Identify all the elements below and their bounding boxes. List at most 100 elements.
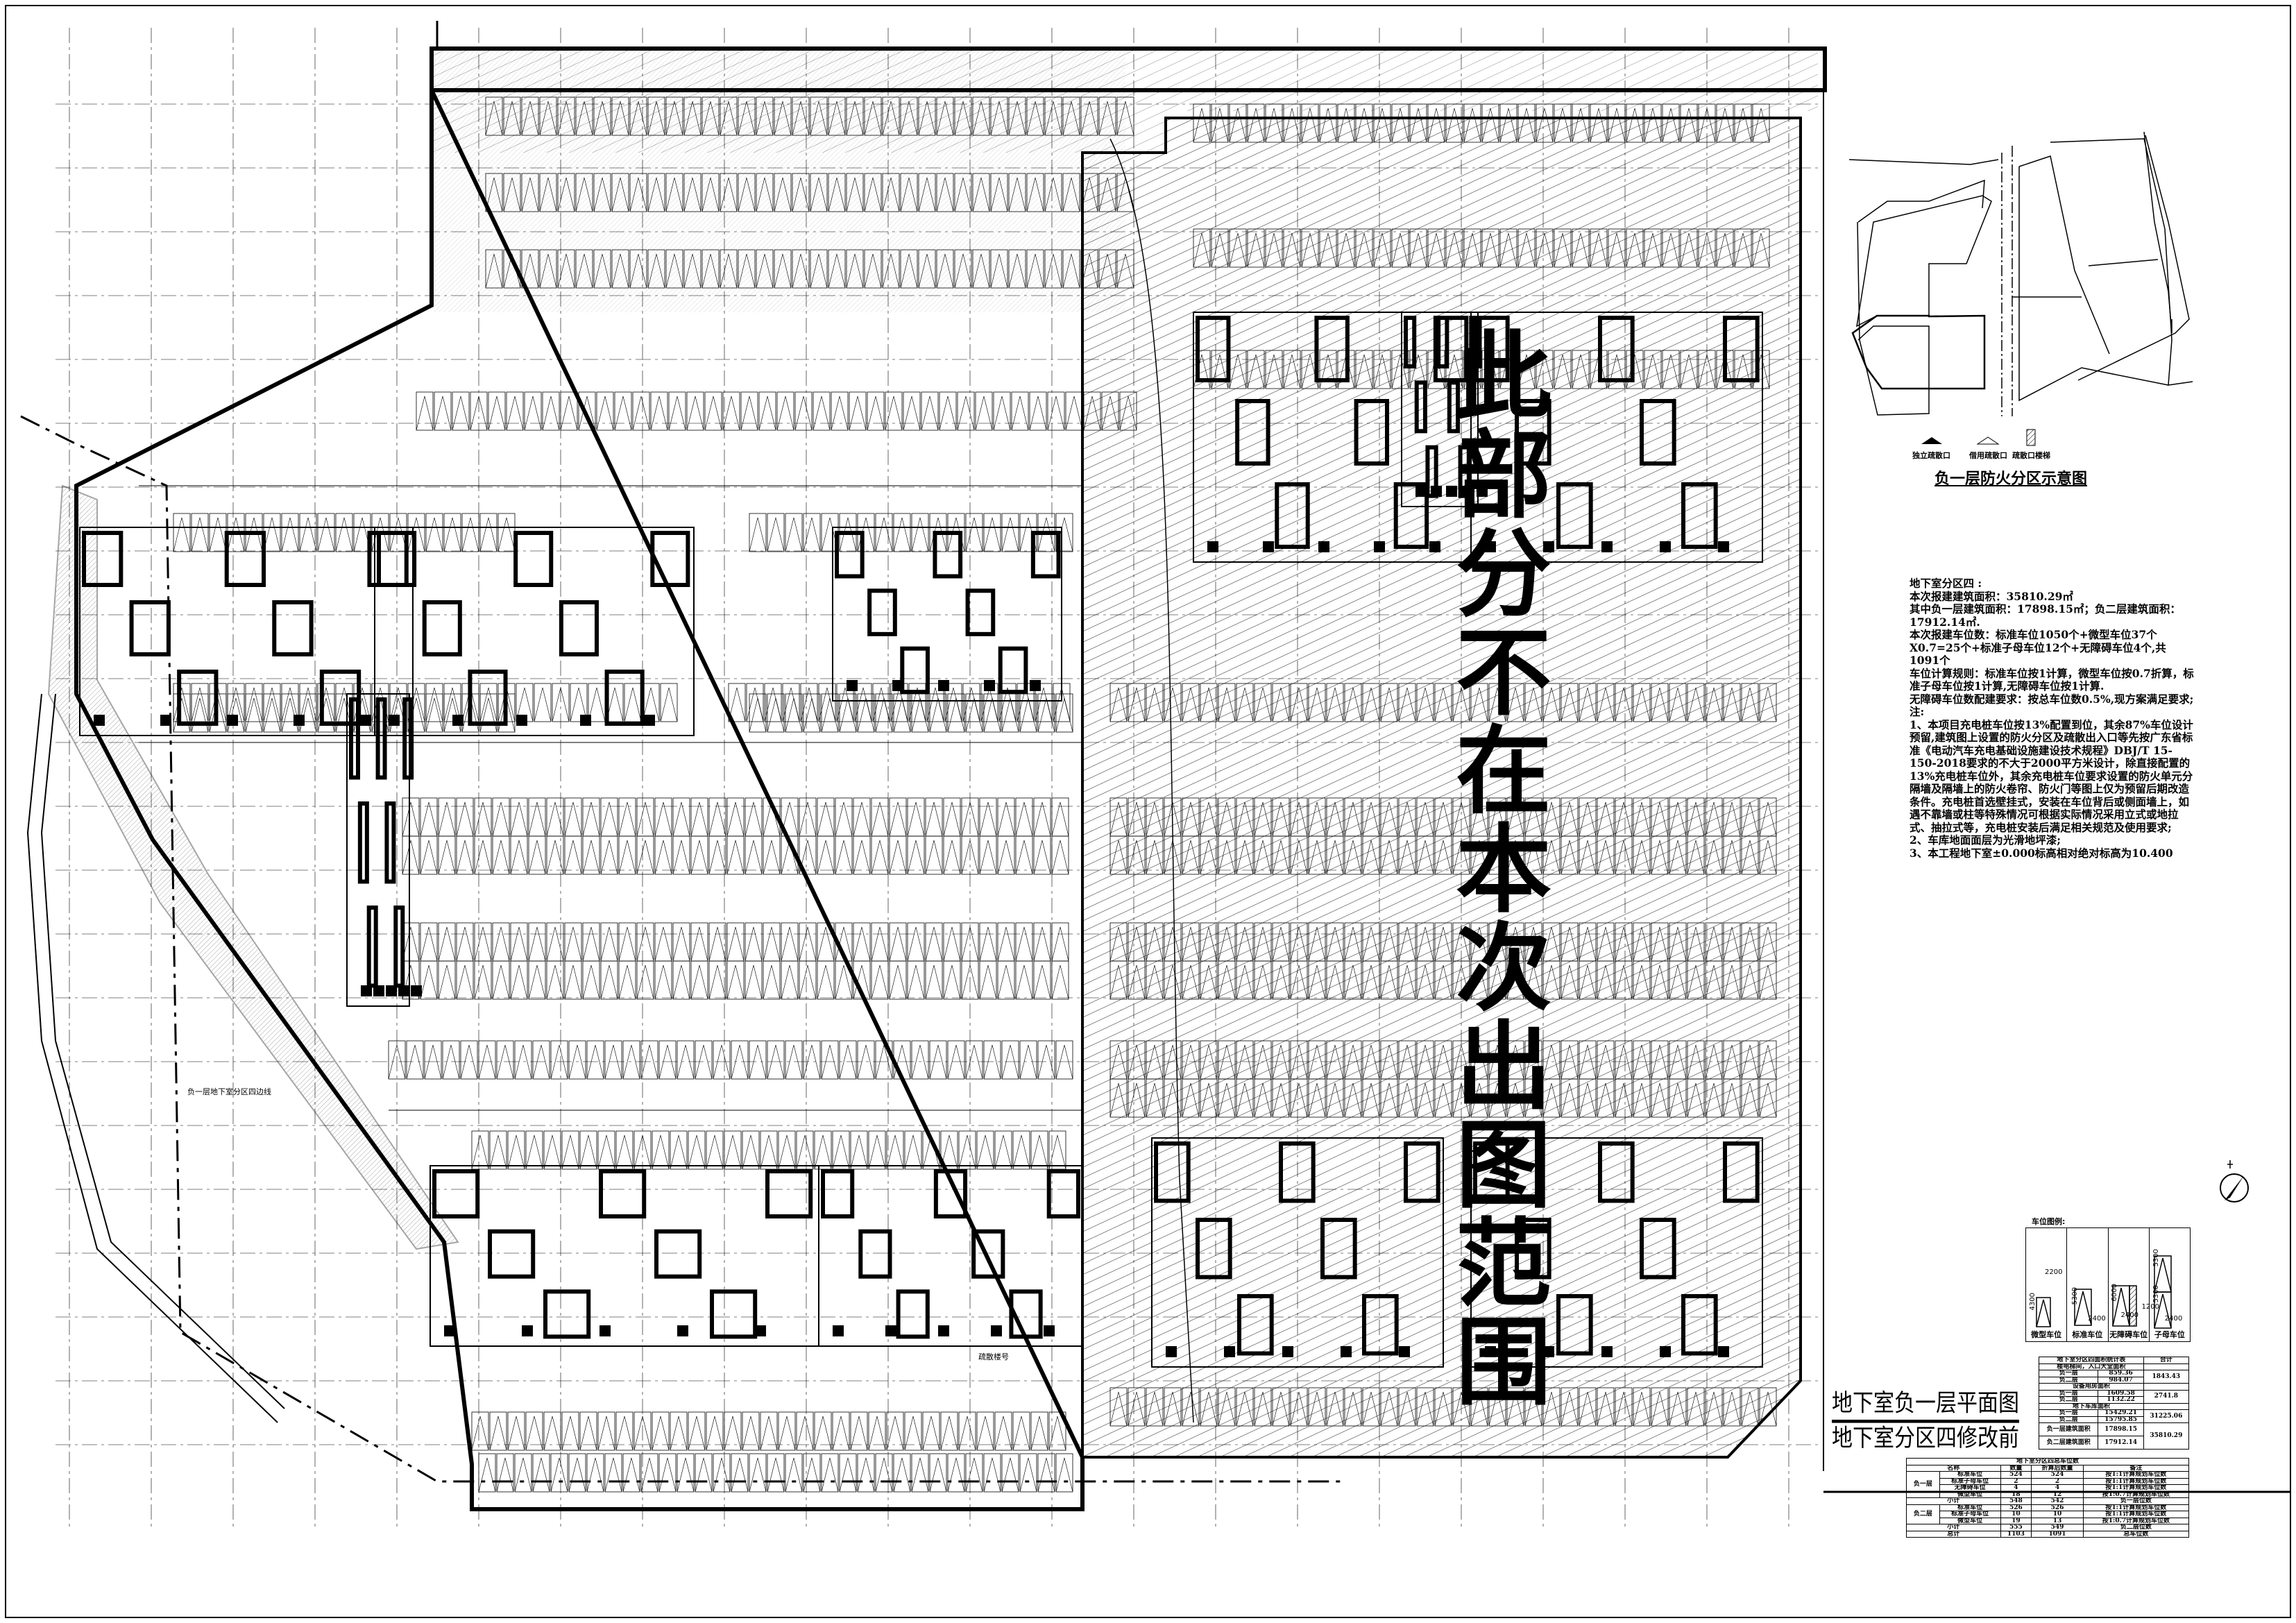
stall-marker (654, 965, 672, 1000)
stall-marker (893, 517, 911, 552)
area-value: 859.36 (2098, 1370, 2144, 1377)
parking-stall (904, 1130, 922, 1170)
column (1318, 541, 1329, 552)
stall-marker (263, 697, 281, 733)
stall-marker (796, 1416, 814, 1451)
stall-marker (1254, 801, 1272, 837)
parking-stall (1517, 350, 1536, 389)
parking-stall (416, 391, 434, 431)
parking-stall (758, 391, 776, 431)
parking-stall (778, 1130, 796, 1170)
parking-stall (760, 1411, 778, 1451)
parking-stall (579, 1411, 597, 1451)
hatched-rect-icon (2026, 429, 2036, 446)
wall (1279, 1141, 1316, 1203)
parking-stall (961, 960, 979, 1000)
stall-marker (1355, 108, 1373, 143)
stall-marker (774, 101, 792, 136)
stall-marker (1651, 926, 1669, 962)
stall-marker (1705, 1391, 1723, 1427)
wall (1009, 1289, 1043, 1339)
stall-marker (1434, 1391, 1452, 1427)
stall-marker (1524, 801, 1542, 837)
ramp-strip (47, 484, 459, 1250)
parking-stall (1561, 960, 1579, 1000)
parking-stall (173, 683, 191, 722)
parking-stall (1705, 835, 1723, 875)
parking-stall (1337, 228, 1355, 268)
stall-marker (767, 697, 785, 733)
parking-row (1109, 960, 1777, 1000)
stall-marker (557, 253, 575, 289)
parking-row (1193, 228, 1770, 268)
wall (654, 1229, 702, 1279)
parking-stall (672, 960, 690, 1000)
parking-row (1109, 683, 1777, 722)
parking-stall (979, 960, 997, 1000)
parking-stall (799, 960, 817, 1000)
stall-marker (1236, 1082, 1254, 1118)
stall-marker (1669, 1391, 1687, 1427)
stall-marker (578, 396, 596, 431)
stall-marker (1680, 108, 1698, 143)
parking-stall (1572, 228, 1590, 268)
stall-marker (886, 1416, 904, 1451)
stall-marker (191, 697, 209, 733)
legend-independent-exit: 独立疏散口 (1912, 451, 1950, 460)
parking-stall (560, 391, 578, 431)
column (1399, 1346, 1410, 1357)
stall-marker (618, 926, 636, 962)
table-cell: 524 (2000, 1471, 2032, 1479)
wall (1473, 316, 1510, 382)
parking-stall (817, 797, 835, 837)
stall-marker (561, 1416, 579, 1451)
column (227, 715, 238, 726)
stall-marker (420, 965, 438, 1000)
stall-marker (2112, 1287, 2130, 1327)
stall-marker (1651, 965, 1669, 1000)
stall-marker (839, 1457, 857, 1493)
parking-stall (767, 1453, 785, 1493)
stall-marker (1662, 232, 1680, 268)
parking-stall (672, 922, 690, 962)
stall-marker (506, 396, 524, 431)
parking-stall (1265, 228, 1283, 268)
stall-marker (1554, 108, 1572, 143)
parking-stall (943, 835, 961, 875)
stall-marker (1434, 1082, 1452, 1118)
residential-core (1470, 1137, 1763, 1368)
stall-marker (839, 697, 857, 733)
stall-marker (173, 697, 191, 733)
parking-stall (1164, 1387, 1182, 1427)
parking-stall (813, 391, 831, 431)
parking-stall (478, 1453, 496, 1493)
stall-marker (672, 840, 690, 875)
stall-marker (1200, 687, 1218, 722)
parking-stall (803, 1040, 821, 1080)
wall (1404, 316, 1417, 368)
stall-marker (1759, 1391, 1777, 1427)
wall (1723, 316, 1760, 382)
parking-stall (1015, 960, 1033, 1000)
stall-marker (900, 177, 918, 212)
parking-stall (1373, 103, 1391, 143)
wall (1314, 316, 1350, 382)
area-total: 31225.06 (2143, 1409, 2190, 1423)
dim-width: 2400 (2120, 1311, 2138, 1319)
stall-marker (1626, 354, 1644, 389)
parking-stall (831, 391, 849, 431)
stall-marker (954, 177, 972, 212)
legend-label: 无障碍车位 (2109, 1330, 2148, 1339)
parking-stall (1615, 960, 1633, 1000)
stall-marker (918, 101, 936, 136)
column (1030, 680, 1041, 691)
stall-marker (1524, 926, 1542, 962)
parking-stall (1344, 1387, 1362, 1427)
column-header: 折算后数量 (2031, 1464, 2084, 1472)
stall-marker (227, 517, 245, 552)
stall-marker (629, 101, 647, 136)
parking-stall (1247, 350, 1265, 389)
table-cell: 标准车位 (1939, 1471, 2001, 1479)
parking-stall (546, 797, 564, 837)
